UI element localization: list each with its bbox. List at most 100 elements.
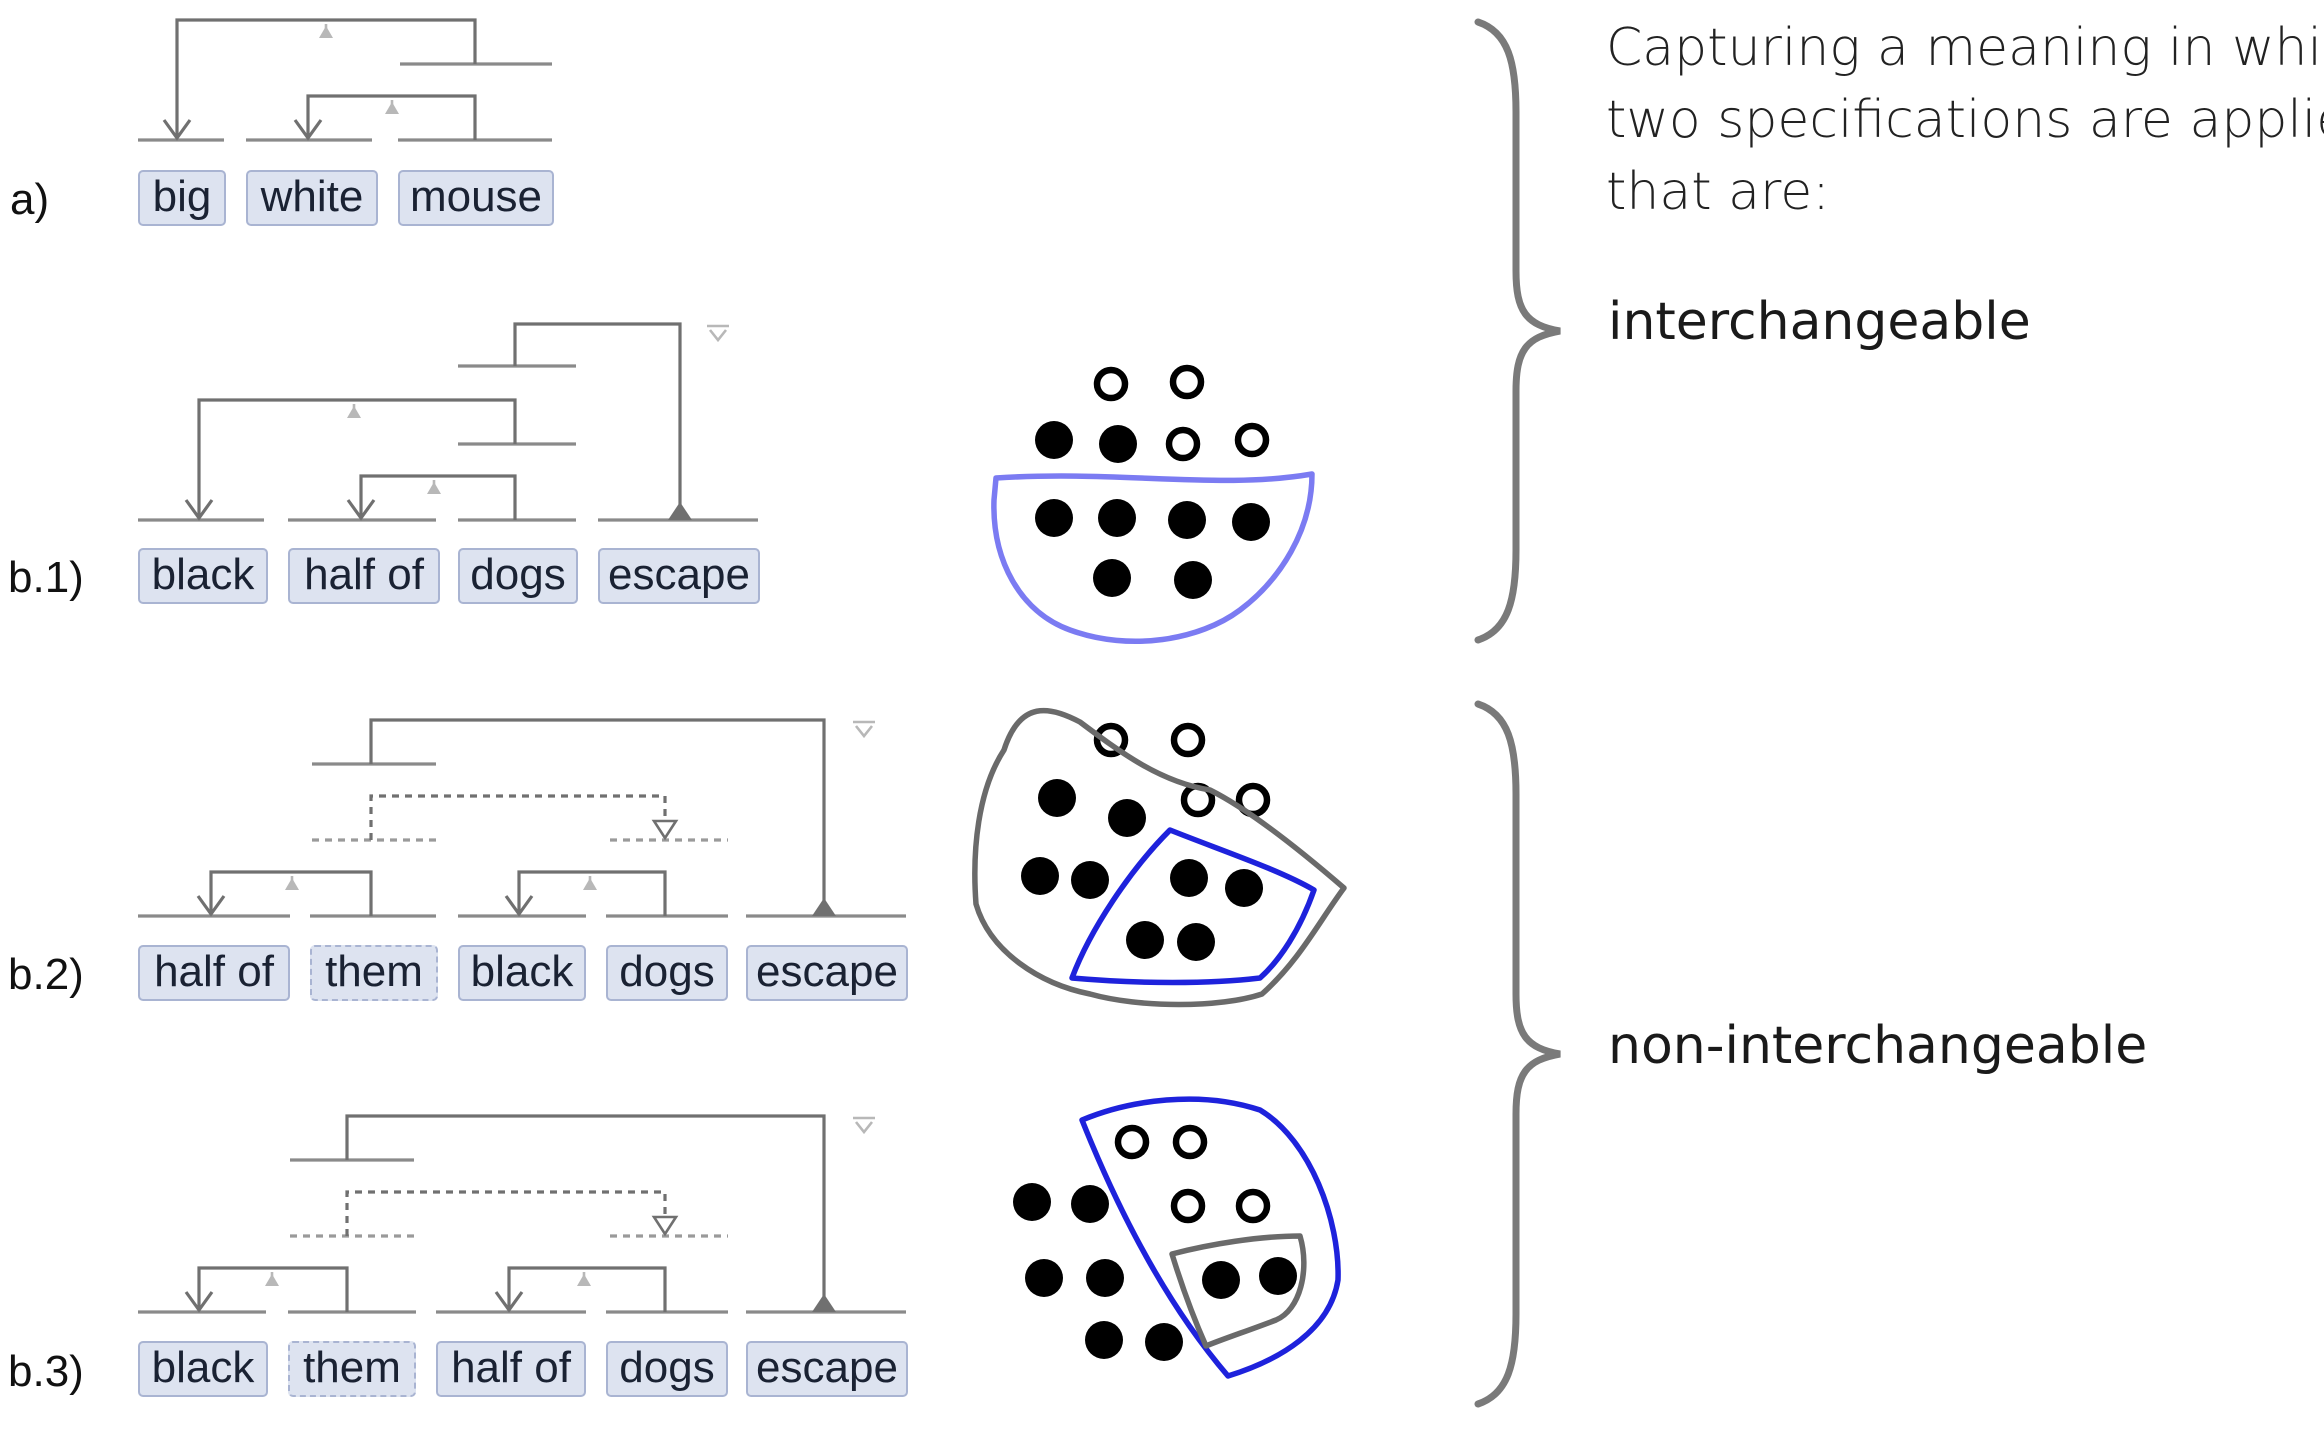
head-marker-escape <box>812 1294 836 1312</box>
arrowhead-white <box>293 119 323 141</box>
head-marker-escape <box>812 898 836 916</box>
token-black: black <box>138 1341 268 1397</box>
selected-region-half <box>1069 827 1317 986</box>
link-marker <box>285 878 299 890</box>
white-dot <box>1169 364 1205 400</box>
arrowhead-coref <box>651 1215 679 1237</box>
white-dot <box>1170 722 1206 758</box>
black-dot <box>1021 857 1059 895</box>
selected-region-half <box>991 471 1315 645</box>
black-dot <box>1099 425 1137 463</box>
black-dot <box>1025 1259 1063 1297</box>
edge-them-dogs-coref <box>345 1190 667 1236</box>
link-marker <box>427 482 441 494</box>
brace-non-interchangeable <box>1474 700 1561 1408</box>
edge-root-escape <box>345 1114 826 1312</box>
brace-interchangeable <box>1474 18 1561 644</box>
link-marker <box>385 102 399 114</box>
edge-halfof-them <box>209 870 373 916</box>
row-label-b3: b.3) <box>8 1347 84 1396</box>
caption: Capturing a meaning in which two specifi… <box>1606 12 2324 228</box>
edge-halfof-dogs <box>507 1266 667 1312</box>
white-dot <box>1172 1124 1208 1160</box>
black-dot <box>1202 1261 1240 1299</box>
black-dot <box>1098 499 1136 537</box>
black-dot <box>1093 559 1131 597</box>
token-white: white <box>246 170 378 226</box>
black-dot <box>1126 921 1164 959</box>
link-marker <box>583 878 597 890</box>
black-dot <box>1071 1185 1109 1223</box>
arrowhead-halfof <box>346 499 376 521</box>
token-them-implicit: them <box>310 945 438 1001</box>
edge-white-mouse <box>306 94 477 140</box>
edge-big-mouse <box>175 18 477 138</box>
edge-them-dogs-coref <box>369 794 667 840</box>
black-dot <box>1035 499 1073 537</box>
white-dot <box>1165 426 1201 462</box>
edge-black-dogs <box>517 870 667 916</box>
token-half-of: half of <box>138 945 290 1001</box>
white-dot <box>1235 1188 1271 1224</box>
white-dot <box>1093 366 1129 402</box>
arrowhead-black <box>184 499 214 521</box>
black-dot <box>1038 779 1076 817</box>
token-half-of: half of <box>436 1341 586 1397</box>
group-label-interchangeable: interchangeable <box>1608 292 2031 352</box>
link-marker <box>577 1274 591 1286</box>
caption-line: Capturing a meaning in which <box>1606 18 2324 78</box>
token-black: black <box>458 945 586 1001</box>
head-marker-escape <box>668 502 692 520</box>
root-marker <box>708 329 728 343</box>
selected-region-half <box>1169 1233 1307 1349</box>
arrowhead-halfof <box>494 1291 524 1313</box>
white-dot <box>1234 422 1270 458</box>
edge-halfof-dogs <box>359 474 517 520</box>
arrowhead-black <box>184 1291 214 1313</box>
arrowhead-black <box>504 895 534 917</box>
token-big: big <box>138 170 226 226</box>
group-label-non-interchangeable: non-interchangeable <box>1608 1016 2148 1076</box>
black-dot <box>1035 421 1073 459</box>
selected-region-black <box>1079 1096 1341 1379</box>
token-dogs: dogs <box>458 548 578 604</box>
black-dot <box>1177 923 1215 961</box>
token-black: black <box>138 548 268 604</box>
link-marker <box>319 26 333 38</box>
white-dot <box>1114 1124 1150 1160</box>
link-marker <box>265 1274 279 1286</box>
black-dot <box>1071 861 1109 899</box>
root-marker <box>854 1121 874 1135</box>
black-dot <box>1145 1323 1183 1361</box>
row-label-b1: b.1) <box>8 553 84 602</box>
token-them-implicit: them <box>288 1341 416 1397</box>
black-dot <box>1170 859 1208 897</box>
token-escape: escape <box>746 1341 908 1397</box>
white-dot <box>1170 1188 1206 1224</box>
arrowhead-big <box>162 119 192 141</box>
caption-line: two specifications are applied <box>1606 90 2324 150</box>
token-dogs: dogs <box>606 1341 728 1397</box>
row-label-a: a) <box>10 175 50 224</box>
selected-region-black <box>972 707 1347 1008</box>
edge-root-escape <box>369 718 826 916</box>
black-dot <box>1168 501 1206 539</box>
black-dot <box>1225 869 1263 907</box>
caption-line: that are: <box>1606 162 1830 222</box>
arrowhead-halfof <box>196 895 226 917</box>
black-dot <box>1013 1183 1051 1221</box>
black-dot <box>1232 503 1270 541</box>
token-escape: escape <box>746 945 908 1001</box>
arrowhead-coref <box>651 819 679 841</box>
black-dot <box>1108 799 1146 837</box>
link-marker <box>347 406 361 418</box>
black-dot <box>1086 1259 1124 1297</box>
token-half-of: half of <box>288 548 440 604</box>
black-dot <box>1259 1257 1297 1295</box>
black-dot <box>1174 561 1212 599</box>
edge-black-them <box>197 1266 349 1312</box>
token-mouse: mouse <box>398 170 554 226</box>
row-label-b2: b.2) <box>8 950 84 999</box>
